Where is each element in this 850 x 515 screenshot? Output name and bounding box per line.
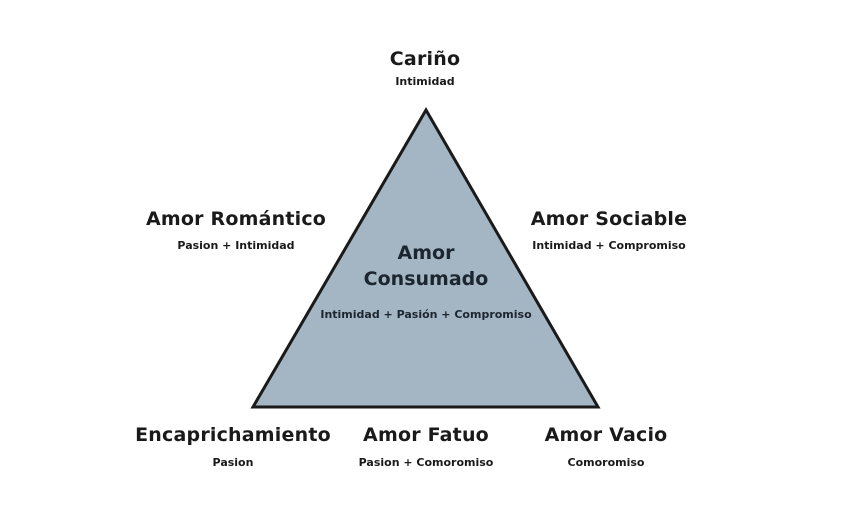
center-label: Amor Consumado Intimidad + Pasión + Comp… — [320, 240, 531, 321]
bottom-side-label: Amor Fatuo Pasion + Comoromiso — [359, 424, 494, 469]
top-vertex-subtitle: Intimidad — [395, 75, 455, 88]
triangle-shape — [250, 107, 601, 409]
bottom-side-title: Amor Fatuo — [363, 424, 489, 446]
bottom-right-vertex-title: Amor Vacio — [544, 424, 668, 446]
right-side-label: Amor Sociable Intimidad + Compromiso — [531, 208, 687, 252]
top-vertex-label: Cariño Intimidad — [390, 48, 460, 88]
bottom-left-vertex-label: Encaprichamiento Pasion — [135, 424, 331, 469]
left-side-label: Amor Romántico Pasion + Intimidad — [146, 208, 326, 252]
right-side-title: Amor Sociable — [530, 208, 688, 230]
left-side-subtitle: Pasion + Intimidad — [177, 239, 295, 252]
top-vertex-title: Cariño — [389, 48, 461, 70]
left-side-title: Amor Romántico — [145, 208, 327, 230]
center-title-line2: Consumado — [363, 268, 489, 290]
bottom-right-vertex-label: Amor Vacio Comoromiso — [545, 424, 668, 469]
bottom-left-vertex-title: Encaprichamiento — [135, 424, 331, 446]
center-title-line1: Amor — [397, 242, 455, 264]
right-side-subtitle: Intimidad + Compromiso — [532, 239, 686, 252]
bottom-left-vertex-subtitle: Pasion — [212, 456, 254, 469]
bottom-right-vertex-subtitle: Comoromiso — [567, 456, 645, 469]
bottom-side-subtitle: Pasion + Comoromiso — [358, 456, 494, 469]
center-subtitle: Intimidad + Pasión + Compromiso — [320, 308, 532, 321]
